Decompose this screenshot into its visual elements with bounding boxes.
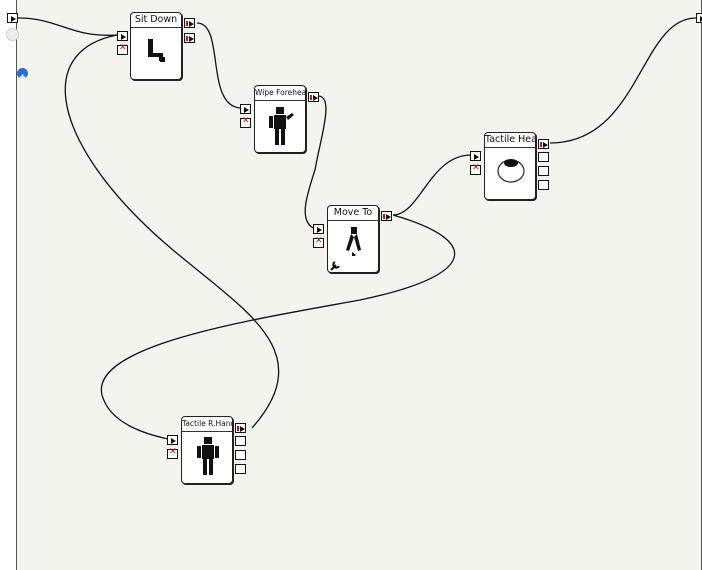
box-title: Sit Down <box>134 14 178 25</box>
diagram-output-port[interactable] <box>696 13 702 23</box>
tactile-r-hand-onstop-port[interactable] <box>167 447 178 459</box>
move-to-onstop-port[interactable] <box>313 236 324 248</box>
sit-down-onstart-port[interactable] <box>117 31 128 41</box>
add-input-button[interactable] <box>17 68 28 81</box>
wrench-icon[interactable] <box>329 260 341 272</box>
tactile-r-hand-right-port[interactable] <box>235 450 246 460</box>
tactile-head-rear-port[interactable] <box>538 166 549 176</box>
box-title: Tactile R.Hand <box>182 419 232 428</box>
wipe-forehead-onstop-port[interactable] <box>240 116 251 128</box>
flow-diagram-canvas[interactable] <box>16 0 702 570</box>
plus-icon <box>19 74 26 81</box>
move-to-output-port[interactable] <box>381 211 392 221</box>
sit-down-onstop-port[interactable] <box>117 43 128 55</box>
box-title: Wipe Forehead <box>255 88 305 97</box>
tactile-r-hand-back-port[interactable] <box>235 423 246 433</box>
tactile-r-hand-extra-port[interactable] <box>235 464 246 474</box>
tactile-head-extra-port[interactable] <box>538 180 549 190</box>
box-sit-down[interactable]: Sit Down <box>130 12 182 80</box>
box-tactile-head[interactable]: Tactile Head <box>484 132 536 200</box>
robot-wiping-icon <box>269 107 294 145</box>
wipe-forehead-output-port[interactable] <box>308 92 319 102</box>
wipe-forehead-onstart-port[interactable] <box>240 104 251 114</box>
title-separator <box>131 27 181 28</box>
sit-down-icon <box>148 39 165 62</box>
title-separator <box>182 431 232 432</box>
tactile-head-middle-port[interactable] <box>538 152 549 162</box>
box-title: Tactile Head <box>485 134 535 145</box>
title-separator <box>485 147 535 148</box>
sit-down-success-port[interactable] <box>184 18 195 28</box>
tactile-r-hand-left-port[interactable] <box>235 436 246 446</box>
box-tactile-r-hand[interactable]: Tactile R.Hand <box>181 416 233 484</box>
diagram-input-start-port[interactable] <box>7 13 18 23</box>
tactile-head-front-port[interactable] <box>538 139 549 149</box>
title-separator <box>255 100 305 101</box>
tactile-r-hand-onstart-port[interactable] <box>167 435 178 445</box>
move-to-onstart-port[interactable] <box>313 224 324 234</box>
box-title: Move To <box>333 207 373 218</box>
box-move-to[interactable]: Move To <box>327 205 379 273</box>
tactile-head-onstop-port[interactable] <box>470 163 481 175</box>
robot-head-icon <box>497 159 525 183</box>
title-separator <box>328 220 378 221</box>
sit-down-failure-port[interactable] <box>184 33 195 43</box>
robot-body-icon <box>197 437 219 475</box>
walking-legs-icon <box>346 227 361 256</box>
box-wipe-forehead[interactable]: Wipe Forehead <box>254 85 306 153</box>
disabled-circle-icon <box>6 28 19 41</box>
tactile-head-onstart-port[interactable] <box>470 151 481 161</box>
